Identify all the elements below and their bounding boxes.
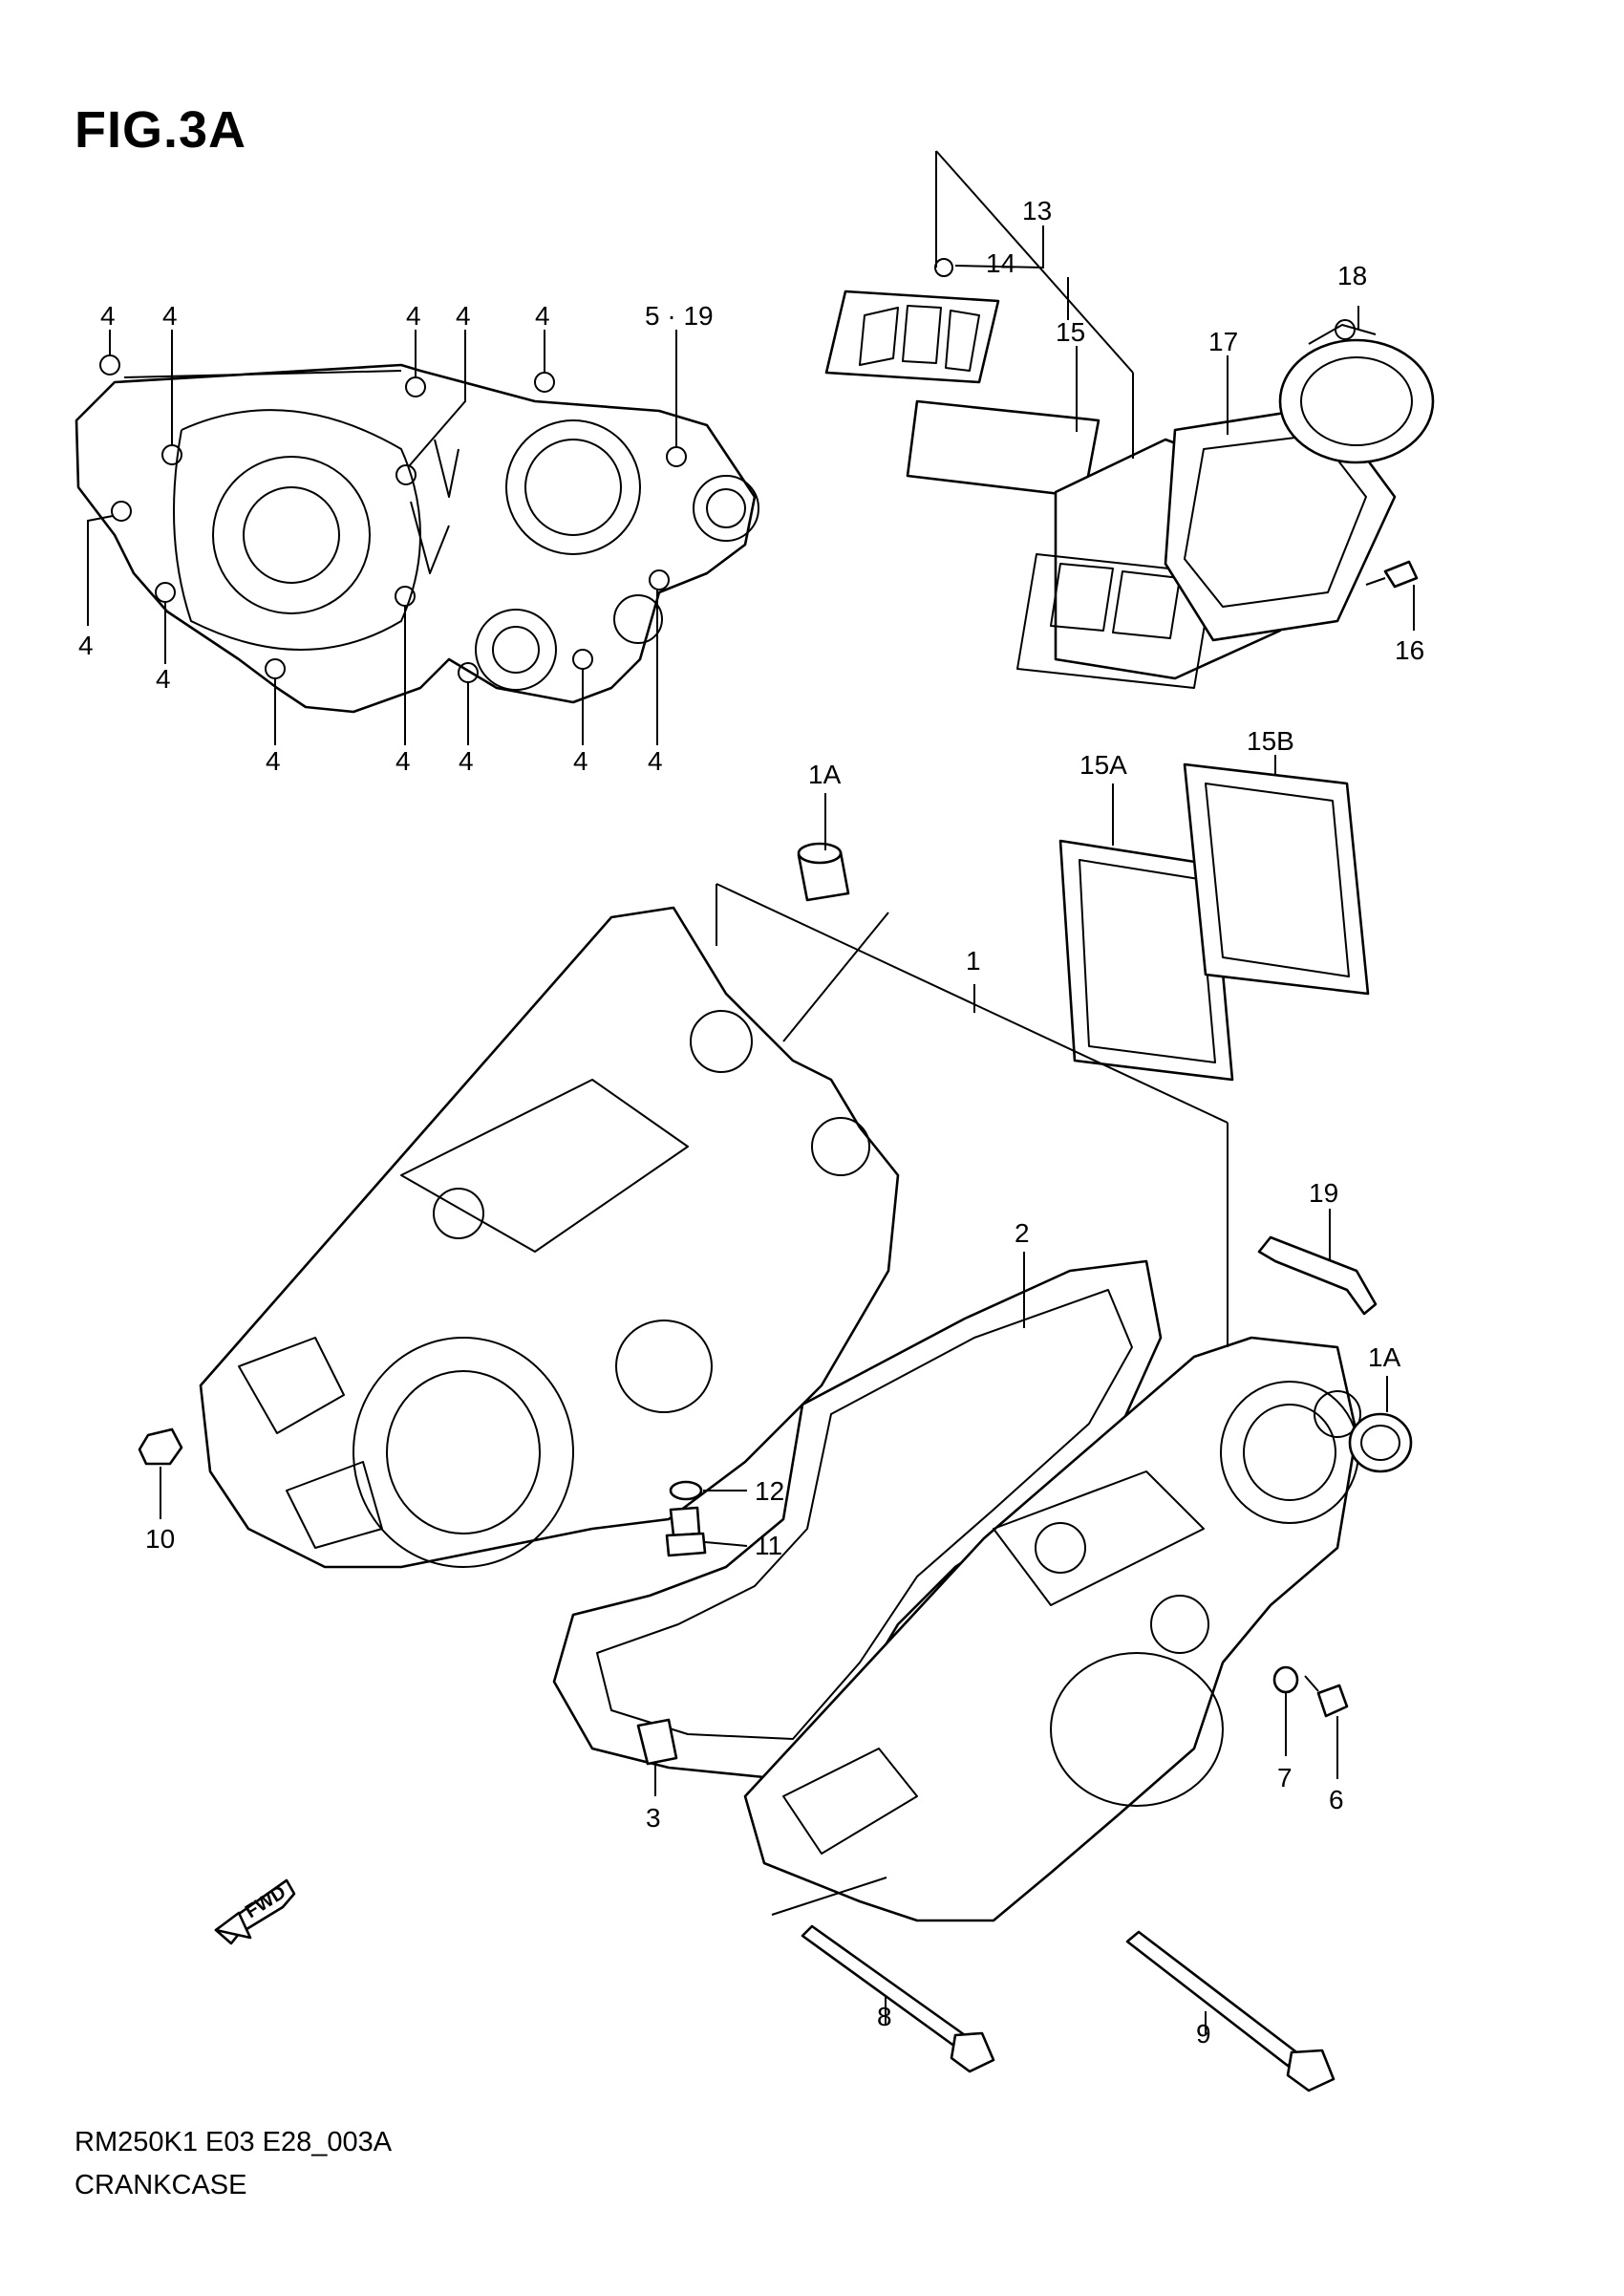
- clamp-19: [1257, 1235, 1378, 1316]
- figure-code: RM250K1 E03 E28_003A: [75, 2127, 393, 2157]
- callout-labels: 4 4 4 4 4 5 · 19 4 4 4 4 4 4 4 13 14 15 …: [78, 196, 1424, 2049]
- crankcase-left-half: [199, 906, 900, 1569]
- callout-c19: 19: [1309, 1178, 1338, 1208]
- callout-c2: 2: [1015, 1218, 1030, 1248]
- fwd-arrow-icon: FWD: [214, 1878, 296, 1945]
- callout-c12: 12: [755, 1476, 784, 1506]
- leader-lines: [87, 225, 1415, 2035]
- callout-c1Aa: 1A: [808, 760, 842, 789]
- bolt-pair-bracket: [771, 1877, 887, 1916]
- callout-c8: 8: [877, 2002, 892, 2031]
- callout-c6: 6: [1329, 1785, 1344, 1814]
- figure-title: FIG.3A: [75, 101, 247, 159]
- dowel-1A-right: [1348, 1412, 1413, 1473]
- callout-c1: 1: [966, 946, 981, 976]
- figure-name: CRANKCASE: [75, 2170, 247, 2200]
- callout-c16: 16: [1395, 635, 1424, 665]
- crankcase-outline-view: [75, 354, 759, 714]
- bolt-6: [1304, 1675, 1349, 1718]
- callout-c519: 5 · 19: [645, 301, 714, 331]
- gasket-15A: [1058, 839, 1234, 1082]
- callout-c4l: 4: [648, 746, 663, 776]
- washer-12: [669, 1480, 703, 1501]
- callout-c7: 7: [1277, 1763, 1293, 1792]
- nut-10: [138, 1427, 183, 1466]
- callout-c18: 18: [1337, 261, 1367, 290]
- callout-c15B: 15B: [1247, 726, 1294, 756]
- dowel-3: [636, 1718, 678, 1766]
- callout-c4f: 4: [78, 631, 94, 660]
- callout-c4c: 4: [406, 301, 421, 331]
- callout-c3: 3: [646, 1803, 661, 1833]
- bolt-holes: [99, 354, 687, 683]
- callout-c11: 11: [755, 1531, 782, 1560]
- callout-c13: 13: [1022, 196, 1052, 225]
- reed-valve-assembly: [824, 258, 1435, 689]
- part1-bracket-lines: [716, 883, 1229, 1347]
- gasket-15B: [1183, 762, 1370, 996]
- callout-c4i: 4: [395, 746, 411, 776]
- dowel-1A-top: [797, 842, 850, 902]
- stud-bolt-8: [801, 1924, 995, 2073]
- callout-c4b: 4: [162, 301, 178, 331]
- callout-c1Ab: 1A: [1368, 1342, 1401, 1372]
- callout-c4g: 4: [156, 664, 171, 694]
- callout-c4a: 4: [100, 301, 116, 331]
- callout-c4e: 4: [535, 301, 550, 331]
- callout-c10: 10: [145, 1524, 175, 1554]
- washer-7: [1272, 1665, 1299, 1694]
- reed-valve-bracket-lines: [935, 150, 1134, 459]
- bolt-11: [665, 1506, 707, 1557]
- callout-c4h: 4: [266, 746, 281, 776]
- callout-c17: 17: [1208, 327, 1238, 356]
- crankcase-right-half: [743, 1336, 1361, 1922]
- callout-c15A: 15A: [1079, 750, 1127, 780]
- stud-bolt-9: [1125, 1930, 1336, 2092]
- callout-c14: 14: [986, 248, 1015, 278]
- callout-c15: 15: [1056, 317, 1085, 347]
- callout-c4d: 4: [456, 301, 471, 331]
- callout-c4j: 4: [459, 746, 474, 776]
- callout-c9: 9: [1196, 2019, 1211, 2049]
- callout-c4k: 4: [573, 746, 588, 776]
